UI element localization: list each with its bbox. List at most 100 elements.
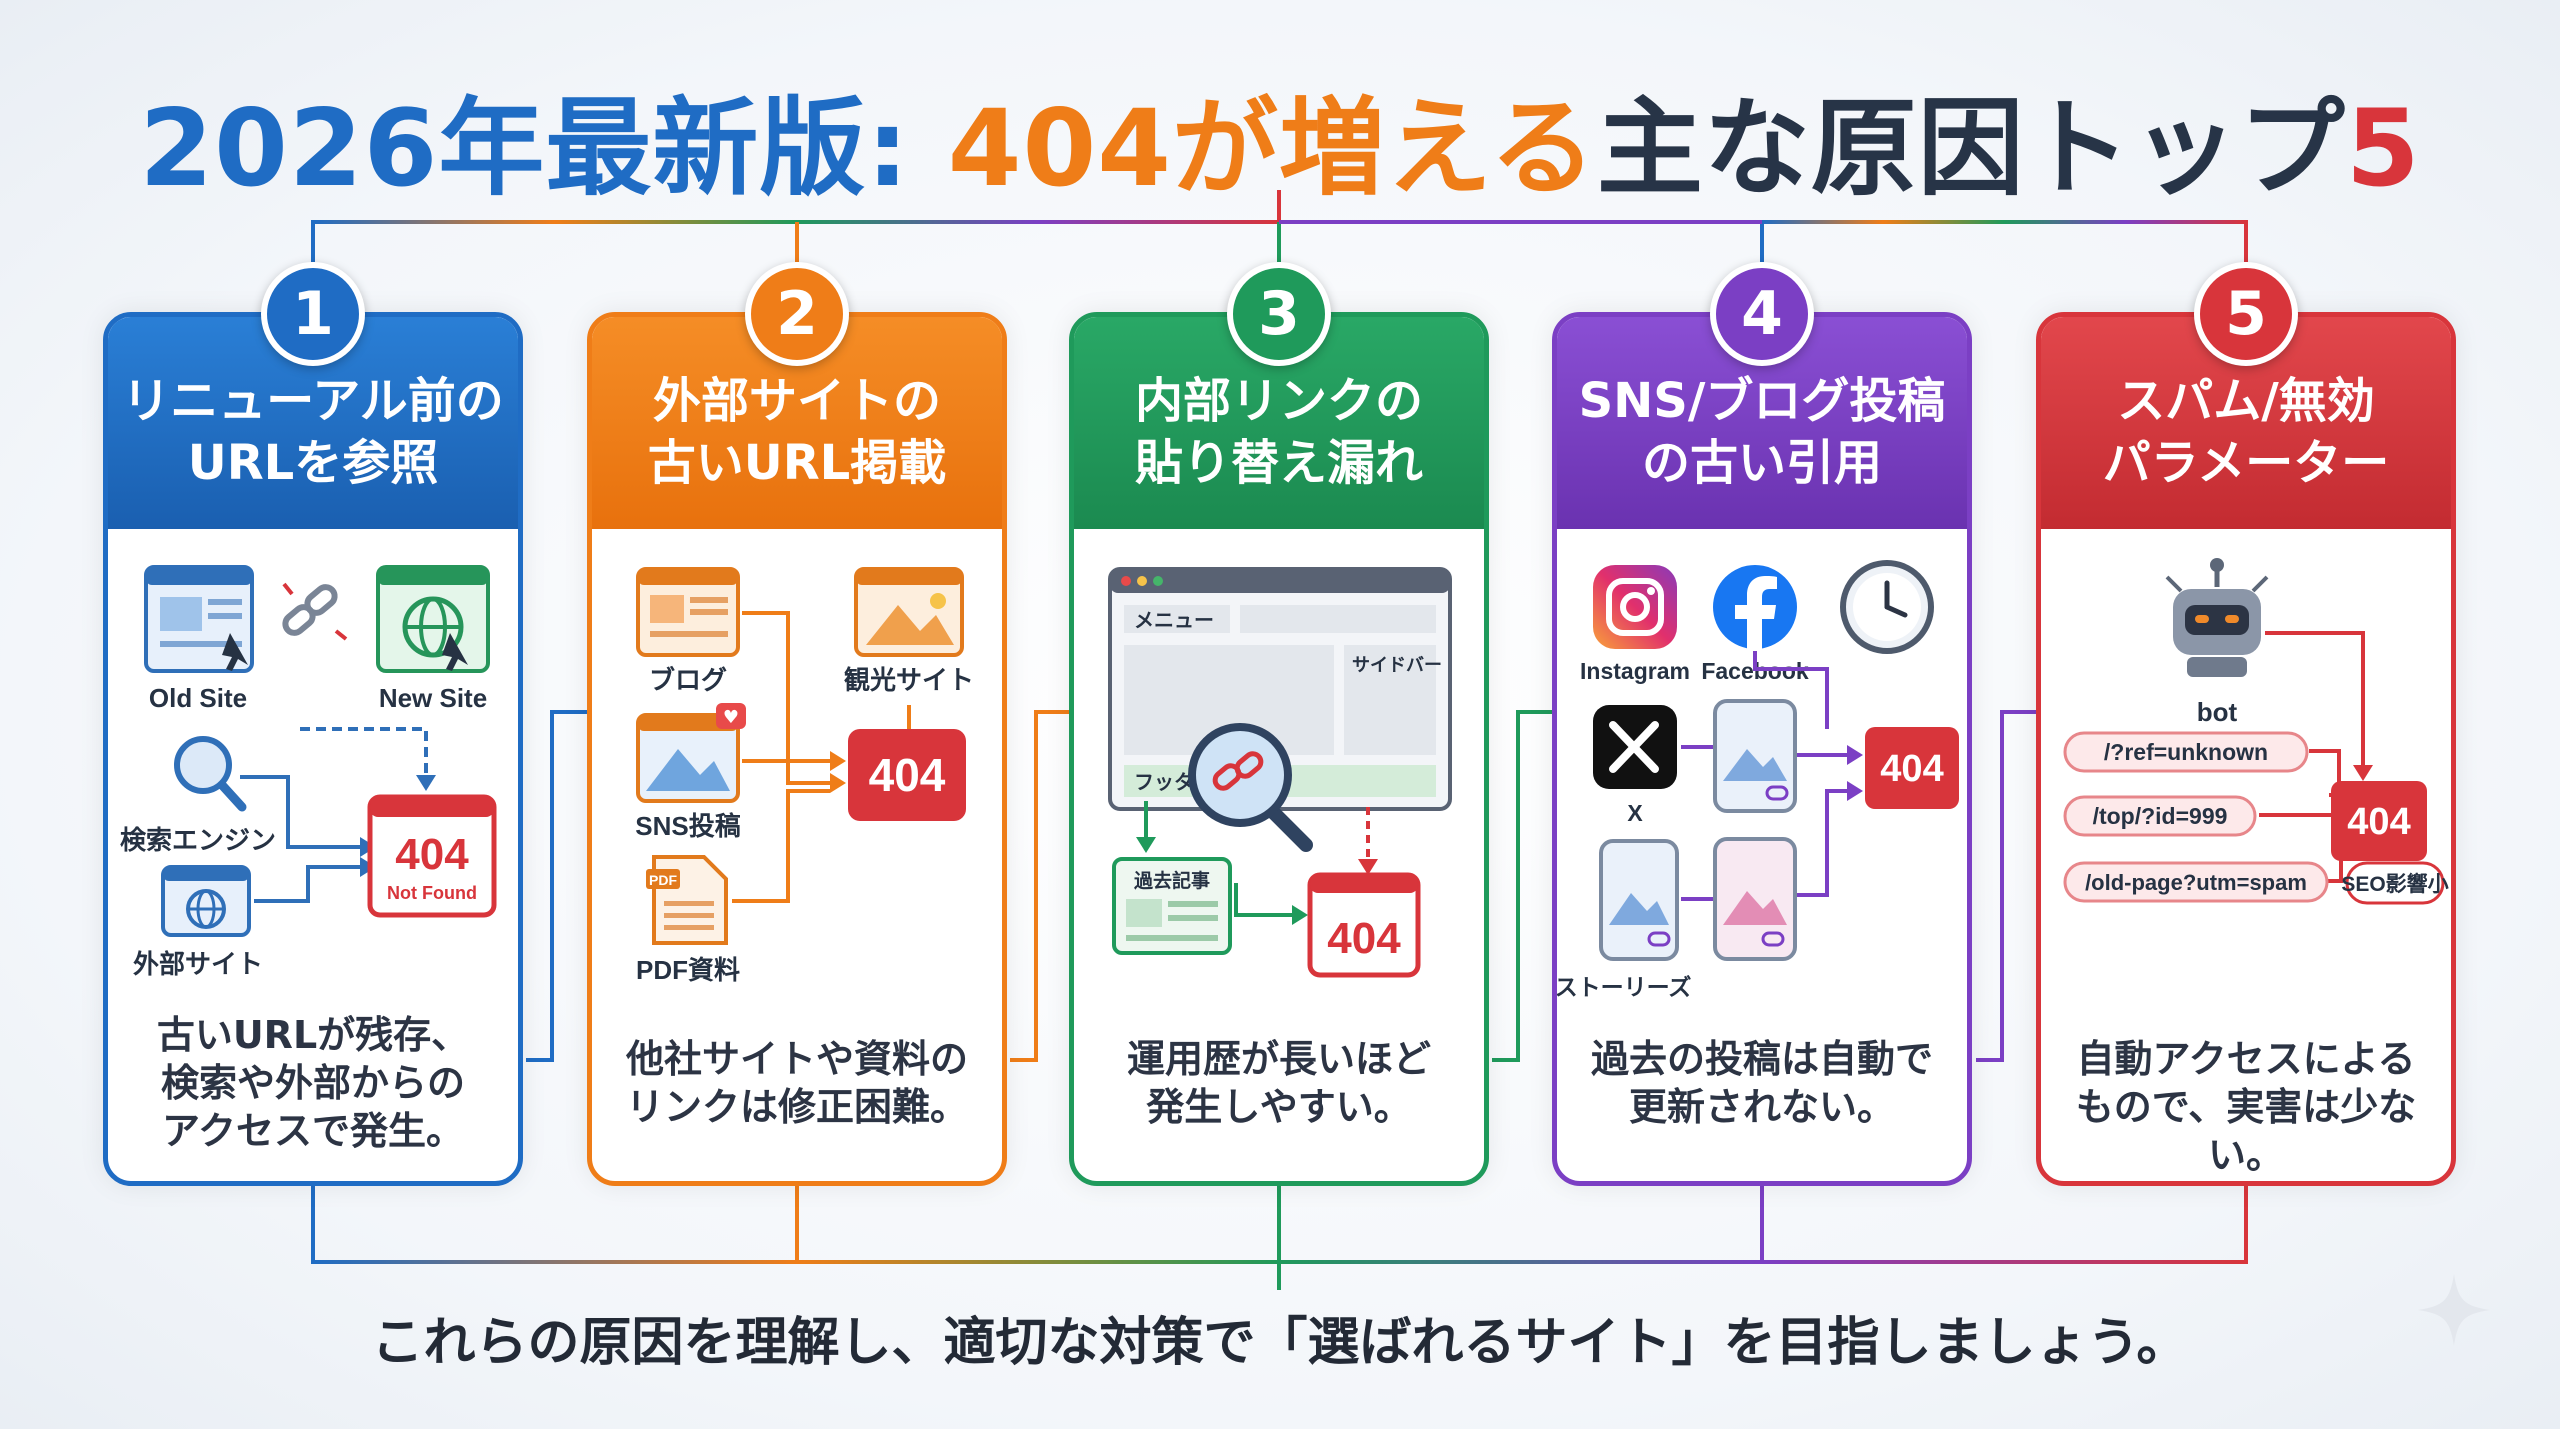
card-4-description: 過去の投稿は自動で 更新されない。: [1557, 1035, 1967, 1131]
search-engine-label: 検索エンジン: [120, 825, 276, 855]
x-label: X: [1627, 800, 1643, 826]
card-4-desc-line-1: 過去の投稿は自動で: [1590, 1037, 1933, 1081]
error-404-badge: 404: [1865, 727, 1959, 809]
card-4-desc-line-2: 更新されない。: [1628, 1085, 1895, 1129]
external-site-icon: [161, 865, 251, 937]
sidebar-label: サイドバー: [1352, 655, 1442, 675]
card-1-number-badge: 1: [261, 262, 365, 366]
pdf-label: PDF資料: [636, 955, 740, 985]
bot-icon: [2165, 558, 2269, 677]
param-pill-2: /top/?id=999: [2063, 795, 2257, 837]
past-articles-label: 過去記事: [1134, 869, 1210, 892]
error-404-badge: 404: [848, 729, 966, 821]
card-5-illustration: bot /?ref=unknown /top/?id=999 /old-page…: [2041, 529, 2451, 1181]
pdf-document-icon: PDF: [646, 855, 728, 945]
card-5: スパム/無効パラメーター bot: [2036, 312, 2456, 1186]
new-site-label: New Site: [379, 683, 487, 713]
tourism-site-icon: [854, 567, 964, 657]
phone-post-icon: [1713, 699, 1797, 813]
card-1-desc-line-2: 検索や外部からの: [160, 1061, 465, 1105]
param-pill-3: /old-page?utm=spam: [2063, 861, 2329, 903]
card-5-number-badge: 5: [2194, 262, 2298, 366]
old-site-label: Old Site: [149, 683, 247, 713]
card-3-illustration: メニュー サイドバー フッター: [1074, 529, 1484, 1181]
blog-label: ブログ: [649, 665, 727, 695]
external-site-label: 外部サイト: [133, 949, 263, 979]
card-2-heading-line-2: 古いURL掲載: [647, 435, 947, 491]
seo-badge-label: SEO影響小: [2341, 872, 2448, 896]
card-1-desc-line-3: アクセスで発生。: [161, 1109, 465, 1153]
title-part-3: 主な原因トップ: [1596, 87, 2346, 210]
error-404-window: 404 Not Found: [367, 794, 497, 918]
seo-impact-badge: SEO影響小: [2341, 861, 2449, 905]
card-4-illustration: Instagram Facebook X: [1557, 529, 1967, 1181]
error-code-label: 404: [395, 830, 469, 879]
param-3-label: /old-page?utm=spam: [2085, 870, 2307, 895]
sns-post-label: SNS投稿: [635, 811, 740, 841]
card-4: SNS/ブログ投稿の古い引用 Instagram Facebook: [1552, 312, 1972, 1186]
card-5-description: 自動アクセスによる もので、実害は少ない。: [2041, 1035, 2451, 1179]
error-code-label: 404: [2347, 801, 2410, 843]
stories-label: ストーリーズ: [1557, 974, 1691, 1000]
phone-post-icon-2: [1713, 837, 1797, 961]
instagram-icon: [1593, 565, 1677, 649]
not-found-label: Not Found: [387, 883, 477, 903]
param-2-label: /top/?id=999: [2093, 803, 2228, 829]
card-3-number-badge: 3: [1227, 262, 1331, 366]
card-3-heading-line-2: 貼り替え漏れ: [1134, 435, 1423, 491]
sparkle-icon: [2418, 1274, 2490, 1346]
bot-label: bot: [2197, 697, 2238, 727]
past-articles-icon: [1112, 857, 1232, 955]
card-5-desc-line-2: もので、実害は少ない。: [2075, 1085, 2417, 1177]
page-title: 2026年最新版: 404が増える主な原因トップ5: [0, 62, 2560, 216]
card-2-illustration: ブログ 観光サイト ♥ SNS投稿 PDF: [592, 529, 1002, 1181]
card-3-heading: 内部リンクの貼り替え漏れ: [1074, 317, 1484, 529]
card-4-number-badge: 4: [1710, 262, 1814, 366]
card-4-heading-line-2: の古い引用: [1641, 435, 1882, 491]
card-5-desc-line-1: 自動アクセスによる: [2076, 1037, 2416, 1081]
title-part-1: 2026年最新版:: [139, 87, 948, 210]
card-1-heading-line-2: URLを参照: [187, 435, 439, 491]
card-1-heading-line-1: リニューアル前の: [122, 373, 504, 429]
card-5-heading-line-1: スパム/無効: [2117, 373, 2375, 429]
card-3-desc-line-2: 発生しやすい。: [1146, 1085, 1412, 1129]
error-code-label: 404: [869, 749, 946, 801]
card-2: 外部サイトの古いURL掲載 ブログ 観光サイト: [587, 312, 1007, 1186]
x-icon: [1593, 705, 1677, 789]
clock-icon: [1840, 560, 1934, 654]
card-2-description: 他社サイトや資料の リンクは修正困難。: [592, 1035, 1002, 1131]
magnifier-broken-link-icon: [1188, 723, 1313, 852]
card-3-heading-line-1: 内部リンクの: [1134, 373, 1423, 429]
broken-link-icon: [282, 582, 348, 641]
card-1-illustration: Old Site New Site 検索エンジン 外部サイト: [108, 529, 518, 1181]
param-1-label: /?ref=unknown: [2104, 739, 2268, 765]
card-2-desc-line-2: リンクは修正困難。: [625, 1085, 968, 1129]
card-3: 内部リンクの貼り替え漏れ メニュー サイドバー フッター: [1069, 312, 1489, 1186]
menu-label: メニュー: [1134, 610, 1214, 632]
card-5-heading-line-2: パラメーター: [2102, 435, 2390, 491]
tourism-site-label: 観光サイト: [844, 665, 974, 695]
instagram-label: Instagram: [1580, 658, 1690, 684]
card-2-desc-line-1: 他社サイトや資料の: [625, 1037, 968, 1081]
search-engine-icon: [174, 736, 247, 812]
card-2-number-badge: 2: [745, 262, 849, 366]
card-3-desc-line-1: 運用歴が長いほど: [1126, 1037, 1431, 1081]
stories-phone-icon: [1599, 839, 1679, 961]
title-part-4: 5: [2345, 87, 2421, 210]
footer-message: これらの原因を理解し、適切な対策で「選ばれるサイト」を目指しましょう。: [371, 1313, 2189, 1373]
card-1-description: 古いURLが残存、 検索や外部からの アクセスで発生。: [108, 1011, 518, 1155]
card-2-heading-line-1: 外部サイトの: [652, 373, 941, 429]
error-code-label: 404: [1880, 748, 1943, 790]
new-site-icon: [376, 565, 490, 673]
blog-icon: [636, 567, 740, 657]
param-pill-1: /?ref=unknown: [2063, 731, 2309, 773]
svg-text:♥: ♥: [723, 707, 739, 728]
card-1-desc-line-1: 古いURLが残存、: [156, 1013, 470, 1057]
title-part-2: 404が増える: [947, 87, 1597, 210]
sns-post-icon: ♥: [636, 703, 746, 803]
card-1: リニューアル前の URLを参照: [103, 312, 523, 1186]
card-4-heading-line-1: SNS/ブログ投稿: [1578, 373, 1946, 429]
error-404-badge: 404: [2331, 781, 2427, 861]
old-site-icon: [144, 565, 254, 673]
